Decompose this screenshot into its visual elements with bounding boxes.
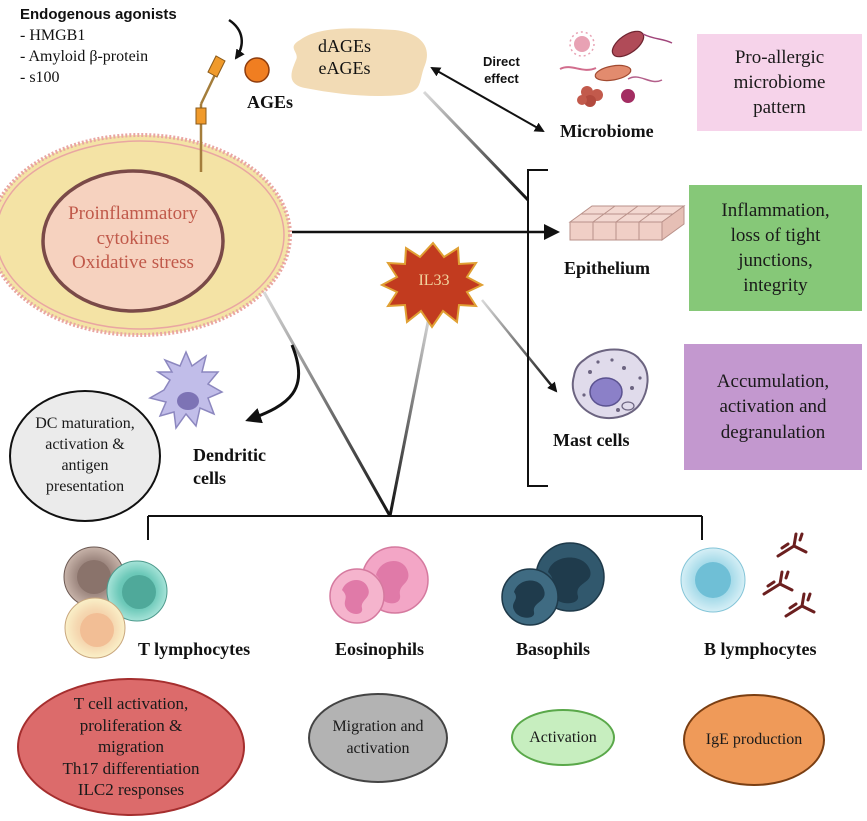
cell-core-label: Proinflammatory cytokines Oxidative stre…	[68, 203, 198, 274]
epithelium-effect-box: Inflammation, loss of tight junctions, i…	[689, 185, 862, 311]
right-bracket	[527, 169, 548, 487]
agonist-arrow	[228, 18, 245, 60]
basophils-label: Basophils	[516, 639, 591, 659]
il33-to-mast-arrow	[481, 299, 558, 393]
agonist-item-hmgb1: - HMGB1	[20, 27, 86, 44]
basophils-icon	[501, 542, 605, 626]
cell-membrane-inner	[0, 140, 285, 330]
dc-effect-ellipse: DC maturation, activation & antigen pres…	[9, 390, 161, 522]
agonist-item-s100: - s100	[20, 69, 60, 86]
t-lymphocytes-icon	[63, 546, 168, 659]
t-lymphocytes-label: T lymphocytes	[138, 639, 251, 659]
antibody-icon	[762, 532, 816, 618]
il33-burst	[379, 241, 485, 329]
t-outcome-ellipse: T cell activation, proliferation & migra…	[17, 678, 245, 816]
microbiome-effect-box: Pro-allergic microbiome pattern	[697, 34, 862, 131]
epithelium-label: Epithelium	[564, 258, 651, 278]
b-lymphocytes-label: B lymphocytes	[704, 639, 817, 659]
mast-cell-icon	[571, 348, 649, 420]
direct-effect-arrow	[430, 67, 545, 132]
eosinophils-icon	[329, 546, 429, 624]
ages-dot-icon	[244, 57, 270, 83]
eosinophils-label: Eosinophils	[335, 639, 425, 659]
b-lymphocyte-icon	[680, 547, 746, 613]
baso-outcome-ellipse: Activation	[511, 709, 615, 766]
epithelium-icon	[568, 205, 686, 241]
agonists-title: Endogenous agonists	[20, 6, 177, 23]
dages-blob	[291, 28, 427, 97]
il33-to-junction-line	[388, 311, 432, 517]
microbiome-icon	[559, 30, 673, 107]
dages-to-bracket-line	[422, 90, 530, 202]
microbiome-label: Microbiome	[560, 121, 654, 141]
dendritic-cell-icon	[148, 350, 224, 430]
direct-effect-label: Direct effect	[483, 54, 520, 86]
cell-to-dendritic-arrow	[245, 344, 301, 424]
mast-effect-box: Accumulation, activation and degranulati…	[684, 344, 862, 470]
cell-core	[41, 169, 225, 313]
dages-label: dAGEs eAGEs	[318, 36, 371, 78]
mast-cells-label: Mast cells	[553, 430, 630, 450]
ages-label: AGEs	[247, 92, 294, 112]
agonist-item-amyloid: - Amyloid β-protein	[20, 48, 149, 65]
b-outcome-ellipse: IgE production	[683, 694, 825, 786]
il33-label: IL33	[418, 272, 450, 289]
receptor-band-upper	[207, 55, 226, 78]
eos-outcome-ellipse: Migration and activation	[308, 693, 448, 783]
receptor-band-lower	[195, 107, 207, 125]
dendritic-cells-label: Dendritic cells	[193, 445, 266, 489]
cell-to-junction-line	[262, 291, 392, 517]
